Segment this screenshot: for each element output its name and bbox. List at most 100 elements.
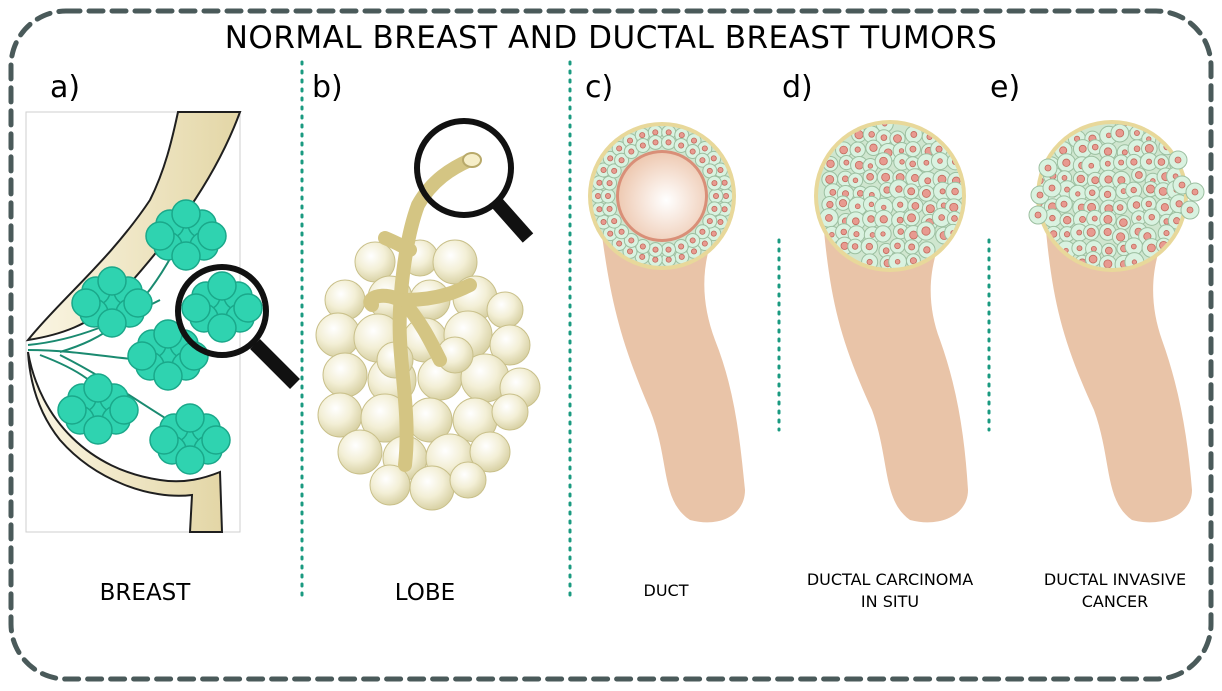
cell-nucleus: [640, 143, 645, 148]
cell-nucleus: [1122, 150, 1127, 155]
cell-nucleus: [894, 135, 902, 143]
lobe-acinus: [323, 353, 367, 397]
cell-nucleus: [1035, 212, 1041, 218]
cell-nucleus: [868, 216, 875, 223]
cell-nucleus: [911, 131, 917, 137]
cell-nucleus: [1131, 187, 1136, 192]
cell-nucleus: [1104, 228, 1111, 235]
cell-nucleus: [617, 241, 622, 246]
cell-nucleus: [897, 217, 903, 223]
cell-nucleus: [629, 238, 634, 243]
dcis-duct-illustration: [814, 115, 968, 522]
cell-nucleus: [841, 242, 848, 249]
cell-nucleus: [679, 133, 684, 138]
cell-nucleus: [1158, 159, 1165, 166]
lobule: [208, 272, 236, 300]
cell-nucleus: [605, 193, 610, 198]
cell-nucleus: [608, 231, 613, 236]
cell-nucleus: [1104, 191, 1110, 197]
cell-nucleus: [1175, 157, 1181, 163]
lobule: [146, 222, 174, 250]
cell-nucleus: [712, 180, 717, 185]
cell-nucleus: [1087, 228, 1095, 236]
caption-lobe: LOBE: [360, 580, 490, 606]
cell-nucleus: [881, 232, 885, 236]
cell-nucleus: [1060, 147, 1067, 154]
cell-nucleus: [640, 254, 645, 259]
lobule: [150, 426, 178, 454]
cell-nucleus: [868, 164, 873, 169]
cell-nucleus: [653, 247, 658, 252]
figure-title: NORMAL BREAST AND DUCTAL BREAST TUMORS: [0, 20, 1222, 56]
cell-nucleus: [950, 203, 958, 211]
cell-nucleus: [690, 149, 695, 154]
lobule: [84, 416, 112, 444]
cell-nucleus: [1192, 189, 1198, 195]
cell-nucleus: [1118, 177, 1125, 184]
cell-nucleus: [925, 178, 931, 184]
cell-nucleus: [899, 149, 903, 153]
cell-nucleus: [1064, 232, 1069, 237]
cell-nucleus: [718, 219, 723, 224]
cell-nucleus: [1037, 192, 1043, 198]
cell-nucleus: [854, 232, 859, 237]
cell-nucleus: [869, 132, 875, 138]
cell-nucleus: [1146, 159, 1151, 164]
lobule: [202, 426, 230, 454]
cell-nucleus: [1147, 244, 1155, 252]
caption-dcis-line1: DUCTAL CARCINOMA: [790, 569, 990, 591]
cell-nucleus: [691, 138, 696, 143]
lobule: [176, 446, 204, 474]
cell-nucleus: [1146, 201, 1152, 207]
cell-nucleus: [1132, 260, 1136, 264]
lobule: [172, 200, 200, 228]
cell-nucleus: [1161, 204, 1168, 211]
lobe-acinus: [338, 430, 382, 474]
lobule: [124, 289, 152, 317]
cell-nucleus: [653, 257, 658, 262]
cell-nucleus: [1079, 145, 1086, 152]
cell-nucleus: [1104, 215, 1112, 223]
lobule: [98, 309, 126, 337]
cell-nucleus: [1062, 175, 1067, 180]
cell-nucleus: [839, 199, 846, 206]
cell-nucleus: [702, 241, 707, 246]
cell-nucleus: [898, 202, 903, 207]
cell-nucleus: [840, 146, 848, 154]
cell-nucleus: [640, 244, 645, 249]
cell-nucleus: [852, 244, 858, 250]
caption-dcis-line2: IN SITU: [790, 591, 990, 613]
panel-a-label: a): [50, 70, 80, 105]
cell-nucleus: [1105, 161, 1110, 166]
lobule: [208, 314, 236, 342]
cell-nucleus: [666, 130, 671, 135]
cell-nucleus: [1104, 260, 1112, 268]
cell-nucleus: [653, 130, 658, 135]
cell-nucleus: [882, 205, 887, 210]
cell-nucleus: [1133, 202, 1140, 209]
cell-nucleus: [924, 247, 930, 253]
invasive-duct-illustration: [1029, 114, 1204, 522]
cell-nucleus: [1159, 187, 1167, 195]
cell-nucleus: [926, 205, 934, 213]
cell-nucleus: [1089, 163, 1094, 168]
cell-nucleus: [1187, 207, 1193, 213]
cell-nucleus: [900, 160, 905, 165]
cell-nucleus: [939, 215, 945, 221]
cell-nucleus: [855, 147, 860, 152]
cell-nucleus: [1164, 230, 1169, 235]
cell-nucleus: [852, 218, 859, 225]
cell-nucleus: [910, 258, 916, 264]
cell-nucleus: [691, 249, 696, 254]
cell-nucleus: [722, 180, 727, 185]
cell-nucleus: [1116, 233, 1124, 241]
cell-nucleus: [666, 140, 671, 145]
cell-nucleus: [1061, 201, 1067, 207]
cell-nucleus: [1092, 177, 1099, 184]
cell-nucleus: [1105, 176, 1112, 183]
cell-nucleus: [711, 231, 716, 236]
lobe-acinus: [492, 394, 528, 430]
caption-duct: DUCT: [616, 580, 716, 602]
lobe-acinus: [410, 466, 454, 510]
cell-nucleus: [1045, 165, 1051, 171]
